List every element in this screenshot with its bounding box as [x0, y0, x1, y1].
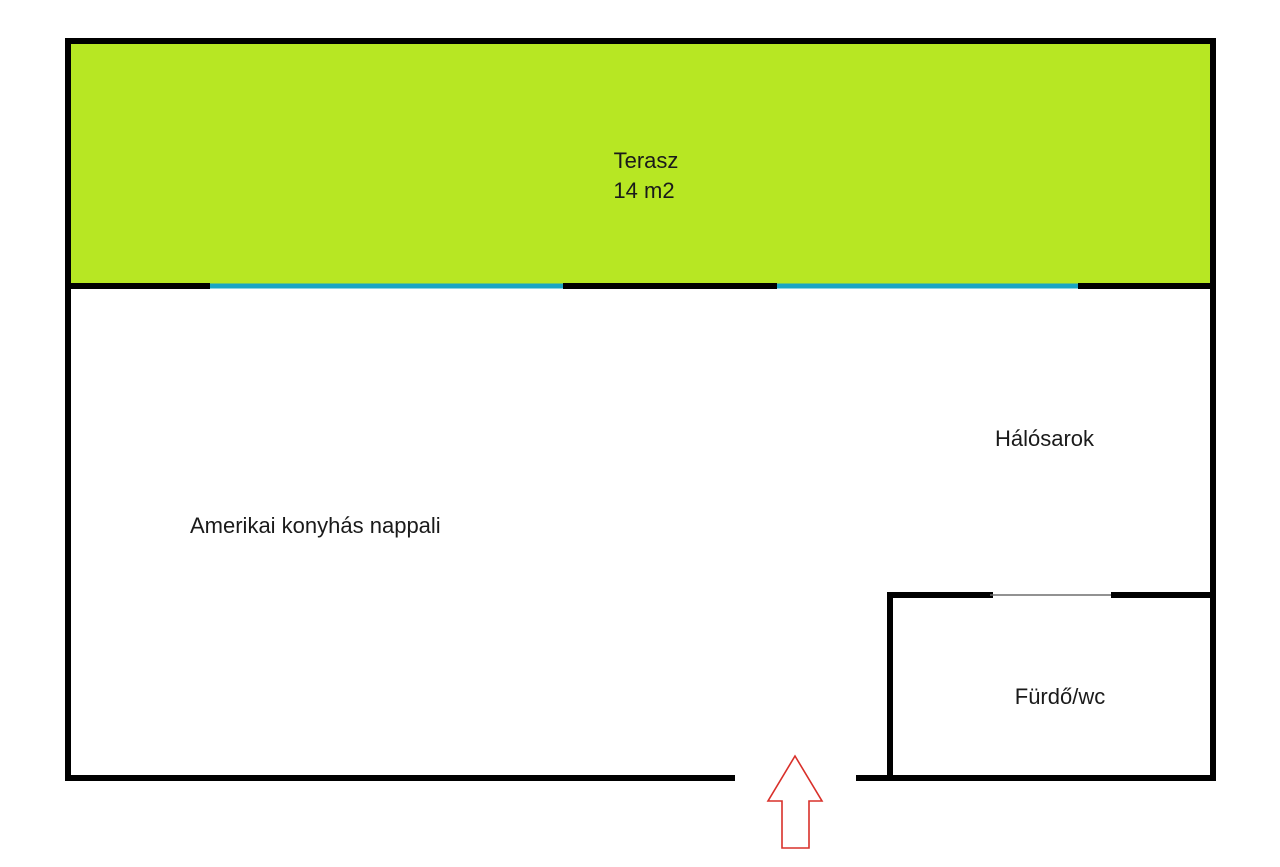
terrace-area-label: 14 m2 [613, 178, 674, 203]
terrace-name-label: Terasz [614, 148, 679, 173]
bedroom-corner-label: Hálósarok [995, 426, 1095, 451]
bathroom-label: Fürdő/wc [1015, 684, 1105, 709]
up-arrow-outline-icon [766, 754, 824, 849]
living-room-label: Amerikai konyhás nappali [190, 513, 441, 538]
terrace-area [68, 41, 1213, 286]
